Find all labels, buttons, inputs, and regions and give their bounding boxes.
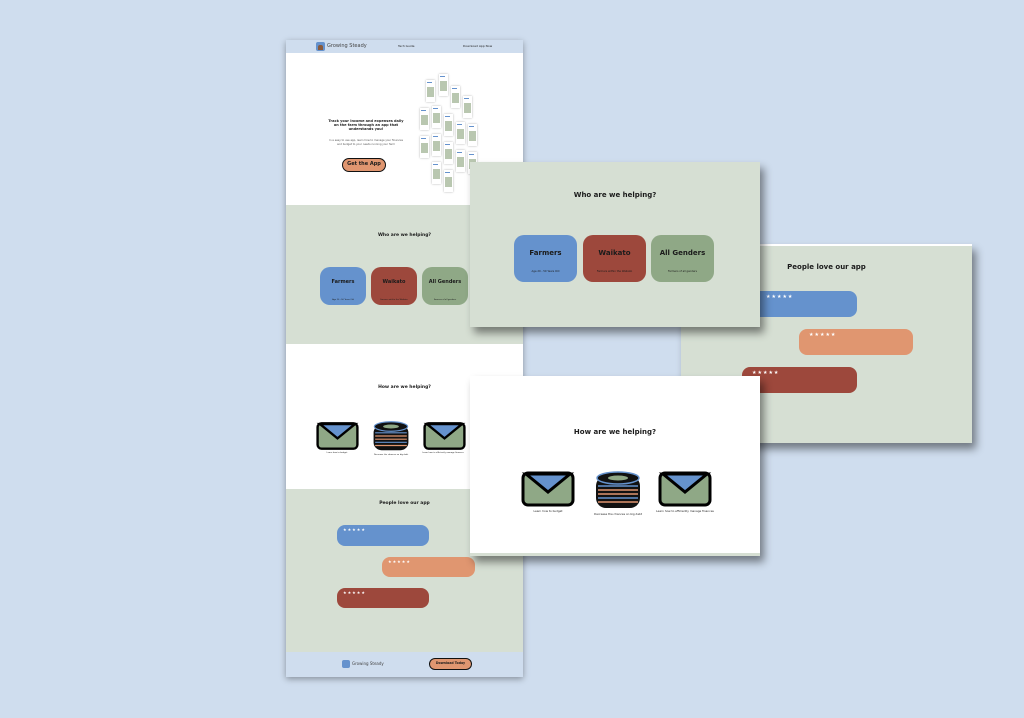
who-title: Who are we helping?	[573, 191, 657, 199]
section-edge	[470, 553, 760, 556]
coin-stack-icon	[596, 471, 640, 508]
how-caption: Learn how to efficiently manage finances	[422, 452, 464, 454]
who-title: Who are we helping?	[377, 233, 432, 238]
how-caption: Learn how to efficiently manage finances	[656, 509, 714, 513]
logo-icon	[316, 42, 325, 51]
footer-brand: Growing Steady	[352, 661, 384, 666]
envelope-icon	[423, 422, 466, 450]
envelope-icon	[521, 471, 575, 507]
review-card: ★★★★★	[337, 588, 429, 608]
landing-page-mockup: Growing Steady Tech Guide Download App N…	[286, 40, 523, 677]
nav-tech-guide[interactable]: Tech Guide	[398, 44, 415, 48]
get-app-button[interactable]: Get the App	[342, 158, 386, 172]
footer: Growing Steady Download Today	[286, 652, 523, 677]
hero-headline: Track your income and expenses daily on …	[328, 119, 404, 131]
reviews-title: People love our app	[787, 263, 866, 271]
header: Growing Steady Tech Guide Download App N…	[286, 40, 523, 53]
app-screens-collage	[416, 74, 477, 192]
how-caption: Learn how to budget	[326, 452, 348, 454]
nav-download[interactable]: Download App Now	[463, 44, 493, 48]
how-caption: Decrease the chances on big debt	[373, 454, 409, 456]
review-card: ★★★★★	[742, 291, 857, 317]
reviews-title: People love our app	[379, 501, 430, 506]
review-card: ★★★★★	[337, 525, 429, 546]
logo-icon	[342, 660, 350, 668]
coin-stack-icon	[373, 421, 409, 451]
how-section: How are we helping? Learn how to budget …	[286, 344, 523, 489]
review-card: ★★★★★	[382, 557, 475, 577]
review-card: ★★★★★	[799, 329, 913, 355]
envelope-icon	[658, 471, 712, 507]
envelope-icon	[316, 422, 359, 450]
how-caption: Decrease the chances on big debt	[594, 512, 642, 516]
hero-body: In a easy to use app, learn how to manag…	[329, 139, 403, 146]
how-title: How are we helping?	[378, 385, 431, 390]
how-title: How are we helping?	[573, 428, 657, 436]
download-today-button[interactable]: Download Today	[429, 658, 472, 670]
review-card: ★★★★★	[742, 367, 857, 393]
how-panel: How are we helping? Learn how to budget …	[470, 376, 760, 556]
brand-name: Growing Steady	[327, 43, 367, 49]
how-caption: Learn how to budget	[533, 509, 563, 513]
